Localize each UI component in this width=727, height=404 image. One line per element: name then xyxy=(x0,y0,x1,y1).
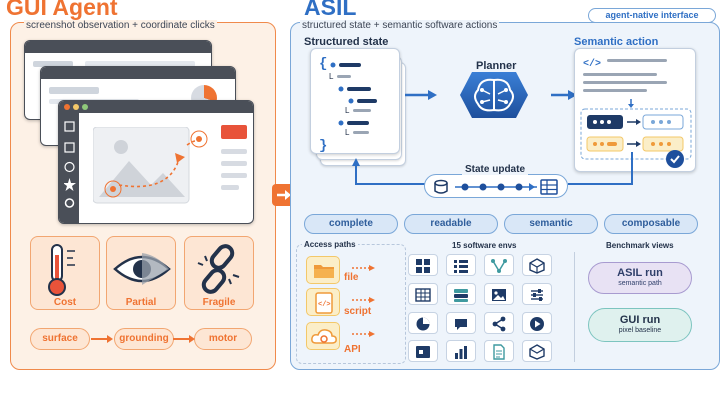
asil-run-card: ASIL run semantic path xyxy=(588,262,692,294)
sidebar-icons xyxy=(64,121,76,208)
path-script: script xyxy=(344,306,372,317)
metric-label: Partial xyxy=(125,297,157,308)
terminal-app-icon xyxy=(408,340,438,362)
transition-arrow xyxy=(272,184,294,206)
bar-chart-app-icon xyxy=(446,340,476,362)
cloud-gear-icon xyxy=(306,322,340,350)
metric-label: Fragile xyxy=(202,297,236,308)
pipeline-motor: motor xyxy=(194,328,252,350)
tree-icon: { L L L } xyxy=(319,56,377,154)
gui-run-sub: pixel baseline xyxy=(618,327,662,334)
semantic-action-title: Semantic action xyxy=(574,36,659,48)
path-api: API xyxy=(344,344,361,355)
structured-state-title: Structured state xyxy=(304,36,389,48)
metric-cost: Cost xyxy=(30,236,100,310)
property-complete: complete xyxy=(304,214,398,234)
pipeline-grounding: grounding xyxy=(114,328,174,350)
arrow-right-icon xyxy=(91,335,113,343)
window-front xyxy=(58,100,254,224)
eye-icon xyxy=(113,253,171,285)
gui-agent-title: GUI Agent xyxy=(2,0,122,20)
spreadsheet-app-icon xyxy=(408,283,438,305)
svg-text:L: L xyxy=(345,106,350,115)
state-tree-card: { L L L } xyxy=(310,48,400,154)
folder-icon xyxy=(306,256,340,284)
broken-link-icon xyxy=(197,244,240,294)
env-grid xyxy=(408,254,568,364)
metric-label: Cost xyxy=(53,297,77,308)
graph-app-icon xyxy=(484,254,514,276)
software-envs-title: 15 software envs xyxy=(452,241,517,250)
gui-run-title: GUI run xyxy=(619,314,661,326)
gui-run-card: GUI run pixel baseline xyxy=(588,308,692,342)
benchmark-views-title: Benchmark views xyxy=(606,241,674,250)
box-app-icon xyxy=(522,340,552,362)
path-file: file xyxy=(344,272,359,283)
list-app-icon xyxy=(446,254,476,276)
property-semantic: semantic xyxy=(504,214,598,234)
sliders-app-icon xyxy=(522,283,552,305)
planner-node xyxy=(438,68,550,122)
share-app-icon xyxy=(484,312,514,334)
check-icon xyxy=(666,150,684,168)
arrow-right-icon xyxy=(551,90,577,100)
svg-text:</>: </> xyxy=(583,58,601,70)
property-composable: composable xyxy=(604,214,698,234)
state-update-bar xyxy=(424,174,568,198)
svg-text:}: } xyxy=(319,138,327,154)
asil-run-title: ASIL run xyxy=(617,267,663,279)
svg-text:{: { xyxy=(319,56,327,72)
thermometer-icon xyxy=(48,244,75,296)
window-sidebar xyxy=(59,113,79,223)
access-paths-title: Access paths xyxy=(302,240,358,249)
gui-agent-subtitle: screenshot observation + coordinate clic… xyxy=(24,20,217,31)
cube-app-icon xyxy=(522,254,552,276)
play-app-icon xyxy=(522,312,552,334)
document-app-icon xyxy=(484,340,514,362)
asil-subtitle: structured state + semantic software act… xyxy=(300,20,500,31)
property-readable: readable xyxy=(404,214,498,234)
divider xyxy=(574,252,575,362)
state-update-label: State update xyxy=(462,164,529,175)
state-update-track xyxy=(434,179,558,195)
chat-app-icon xyxy=(446,312,476,334)
database-app-icon xyxy=(446,283,476,305)
dotted-arrow xyxy=(352,265,375,271)
pie-app-icon xyxy=(408,312,438,334)
arrow-right-icon xyxy=(173,335,195,343)
dotted-arrow xyxy=(352,331,375,337)
planner-title: Planner xyxy=(476,60,517,72)
action-illustration: </> xyxy=(580,58,692,160)
click-path xyxy=(104,130,208,198)
agent-native-badge: agent-native interface xyxy=(588,8,716,23)
svg-text:L: L xyxy=(345,128,350,137)
brain-icon xyxy=(460,72,528,118)
accent-button xyxy=(221,125,247,139)
svg-text:</>: </> xyxy=(318,301,331,309)
code-icon: </> xyxy=(306,288,340,316)
asil-title: ASIL xyxy=(300,0,361,20)
asil-run-sub: semantic path xyxy=(618,280,662,287)
image-app-icon xyxy=(484,283,514,305)
metric-partial: Partial xyxy=(106,236,176,310)
arrow-right-icon xyxy=(405,90,437,100)
svg-text:L: L xyxy=(329,72,334,81)
grid-app-icon xyxy=(408,254,438,276)
dotted-arrow xyxy=(352,297,375,303)
feedback-loop xyxy=(352,152,633,185)
pipeline-surface: surface xyxy=(30,328,90,350)
arrow-right-icon xyxy=(277,190,291,200)
metric-fragile: Fragile xyxy=(184,236,254,310)
